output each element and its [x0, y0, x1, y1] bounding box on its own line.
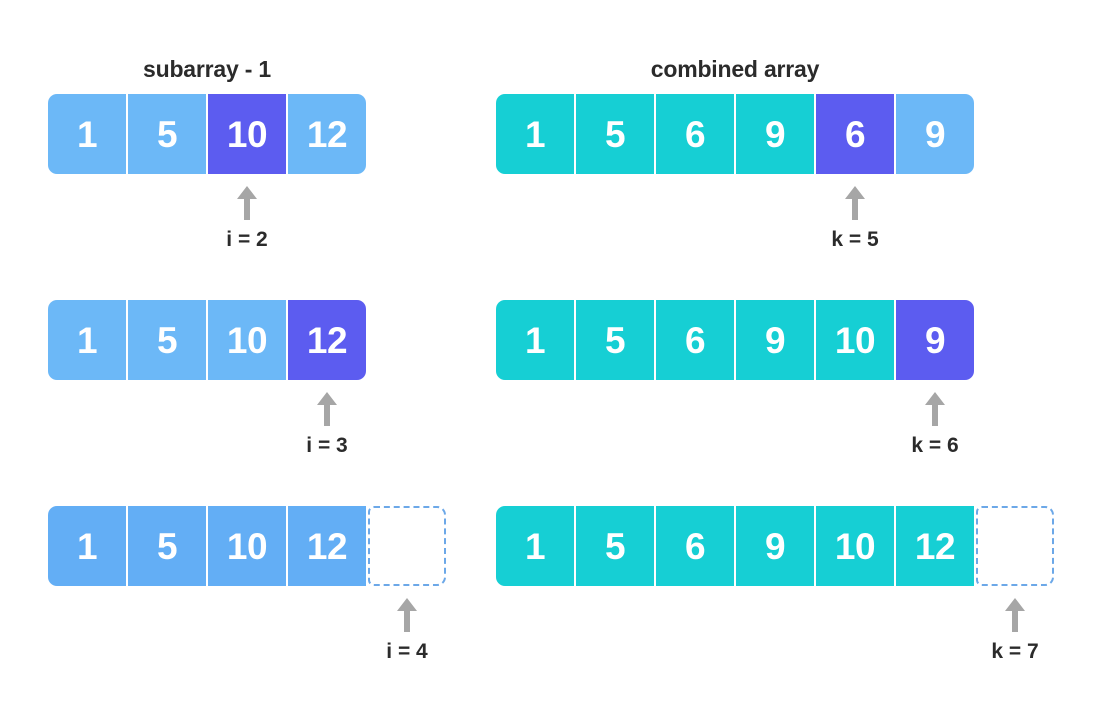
array-cell: 5	[128, 506, 206, 586]
index-pointer-label: i = 4	[386, 640, 428, 663]
arrow-up-icon	[1004, 598, 1026, 632]
array-cell-empty	[368, 506, 446, 586]
array-cell: 9	[896, 94, 974, 174]
array-cell: 5	[128, 94, 206, 174]
array-cell: 1	[496, 94, 574, 174]
index-pointer-label: k = 6	[911, 434, 959, 457]
arrow-up-icon	[316, 392, 338, 426]
array-cell: 9	[736, 300, 814, 380]
array-cell: 1	[48, 300, 126, 380]
column-title-left: subarray - 1	[143, 56, 271, 82]
array-cell: 1	[48, 94, 126, 174]
array-cell: 5	[576, 94, 654, 174]
arrow-up-icon	[396, 598, 418, 632]
array-cell: 12	[288, 300, 366, 380]
array-cell: 12	[288, 94, 366, 174]
arrow-up-icon	[924, 392, 946, 426]
index-pointer-label: i = 3	[306, 434, 348, 457]
array-cell: 9	[896, 300, 974, 380]
arrow-up-icon	[844, 186, 866, 220]
array-cell-empty	[976, 506, 1054, 586]
array-cell: 12	[896, 506, 974, 586]
array-cell: 5	[128, 300, 206, 380]
array-cell: 10	[816, 300, 894, 380]
array-cell: 12	[288, 506, 366, 586]
array-cell: 1	[48, 506, 126, 586]
index-pointer-label: i = 2	[226, 228, 268, 251]
array-cell: 10	[208, 94, 286, 174]
column-title-right: combined array	[650, 56, 820, 82]
array-cell: 5	[576, 506, 654, 586]
array-cell: 9	[736, 506, 814, 586]
array-cell: 10	[208, 506, 286, 586]
arrow-up-icon	[236, 186, 258, 220]
array-cell: 10	[816, 506, 894, 586]
index-pointer-label: k = 7	[991, 640, 1039, 663]
array-cell: 6	[816, 94, 894, 174]
array-cell: 1	[496, 506, 574, 586]
array-cell: 6	[656, 300, 734, 380]
array-cell: 10	[208, 300, 286, 380]
array-cell: 6	[656, 506, 734, 586]
array-cell: 6	[656, 94, 734, 174]
array-cell: 1	[496, 300, 574, 380]
array-cell: 5	[576, 300, 654, 380]
array-cell: 9	[736, 94, 814, 174]
index-pointer-label: k = 5	[831, 228, 879, 251]
